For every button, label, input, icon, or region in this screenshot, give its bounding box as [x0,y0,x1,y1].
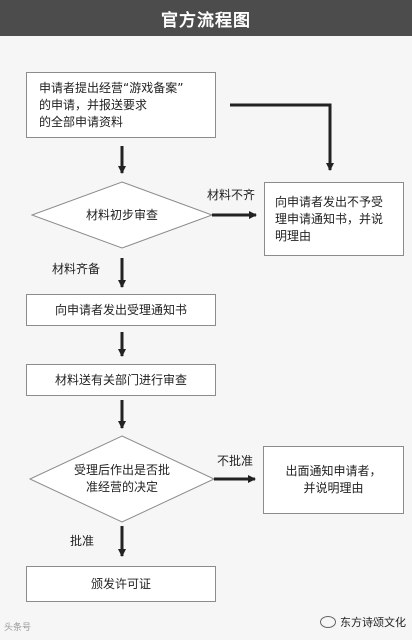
watermark-left: 头条号 [4,623,32,633]
decision-diamond-2 [28,435,216,523]
decision-approval-line-1: 受理后作出是否批 [73,463,170,477]
step-issue-license: 颁发许可证 [26,566,216,602]
written-notice-line-1: 出面通知申请者， [285,464,382,478]
step-issue-license-label: 颁发许可证 [90,576,151,591]
wechat-icon [320,616,336,628]
reject-notice-line-3: 明理由 [275,228,312,243]
step-submit-line-1: 申请者提出经营“游戏备案” [39,80,184,95]
decision-approval-line-2: 准经营的决定 [85,480,158,494]
label-not-approved: 不批准 [217,454,254,468]
reject-notice-line-1: 向申请者发出不予受 [275,194,384,209]
step-accept-notice: 向申请者发出受理通知书 [26,294,216,326]
decision-initial-review-label: 材料初步审查 [85,207,158,222]
decision-initial-review-text: 材料初步审查 [52,204,192,226]
header-bar: 官方流程图 [0,0,412,36]
decision-approval-text: 受理后作出是否批 准经营的决定 [62,459,182,499]
arrow-step1-to-reject1 [230,103,334,171]
step-department-review: 材料送有关部门进行审查 [26,364,216,396]
reject-written-notice: 出面通知申请者， 并说明理由 [263,446,404,514]
reject-notice-line-2: 理申请通知书，并说 [275,211,384,226]
label-materials-complete: 材料齐备 [52,262,101,276]
label-materials-incomplete: 材料不齐 [207,188,256,202]
reject-application-notice: 向申请者发出不予受 理申请通知书，并说 明理由 [264,182,404,256]
step-department-review-label: 材料送有关部门进行审查 [54,372,187,387]
decision-diamond-1 [30,181,214,249]
step-submit-line-3: 的全部申请资料 [39,114,124,129]
written-notice-line-2: 并说明理由 [303,481,364,495]
watermark-right-text: 东方诗颂文化 [340,616,406,629]
step-submit-line-2: 的申请，并报送要求 [39,97,148,112]
step-submit-application: 申请者提出经营“游戏备案” 的申请，并报送要求 的全部申请资料 [26,72,216,138]
label-approved: 批准 [70,534,95,548]
page-title: 官方流程图 [161,10,251,31]
watermark-right: 东方诗颂文化 [320,614,406,630]
step-accept-notice-label: 向申请者发出受理通知书 [54,302,187,317]
